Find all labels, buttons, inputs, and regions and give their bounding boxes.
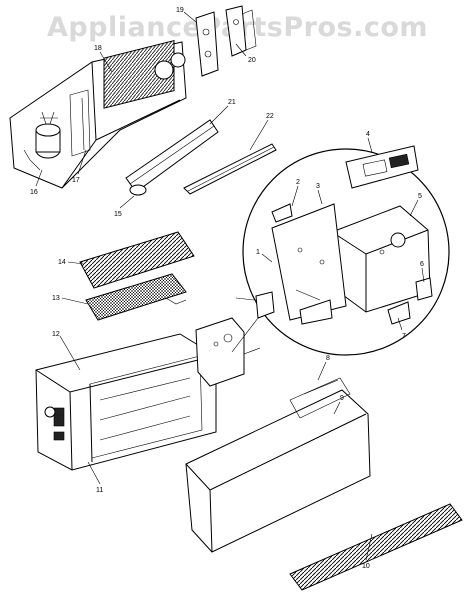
- callout-3: 3: [316, 183, 320, 190]
- front-cover-part: [185, 377, 371, 553]
- callout-22: 22: [266, 113, 274, 120]
- callout-12: 12: [52, 331, 60, 338]
- bracket-parts: [195, 5, 257, 77]
- clip-part: [271, 203, 293, 223]
- leader-lines: [35, 11, 425, 561]
- lower-grille-part: [289, 503, 463, 591]
- mounting-plate-part: [271, 203, 347, 321]
- callout-17: 17: [72, 177, 80, 184]
- bottom-bracket-part: [387, 301, 411, 325]
- callout-4: 4: [366, 131, 370, 138]
- callout-19: 19: [176, 7, 184, 14]
- front-grille-part: [79, 231, 195, 289]
- callout-6: 6: [420, 261, 424, 268]
- callout-2: 2: [296, 179, 300, 186]
- base-bracket-part: [255, 291, 333, 325]
- callout-11: 11: [96, 487, 103, 494]
- callout-10: 10: [362, 563, 370, 570]
- callout-14: 14: [58, 259, 66, 266]
- tube-part: [129, 184, 147, 196]
- callout-20: 20: [248, 57, 256, 64]
- callout-7: 7: [402, 333, 406, 340]
- callout-8: 8: [326, 355, 330, 362]
- control-panel-part: [345, 145, 419, 189]
- callout-13: 13: [52, 295, 60, 302]
- upper-chassis-assembly: [9, 39, 187, 189]
- filter-part: [85, 273, 187, 321]
- channel-rail: [183, 143, 277, 195]
- small-clip-part: [415, 277, 433, 301]
- callout-18: 18: [94, 45, 102, 52]
- callout-21: 21: [228, 99, 236, 106]
- callout-1: 1: [256, 249, 260, 256]
- lower-chassis-assembly: [35, 297, 261, 471]
- callout-9: 9: [340, 395, 344, 402]
- callout-5: 5: [418, 193, 422, 200]
- callout-16: 16: [30, 189, 38, 196]
- callout-labels: 19 20 18 21 22 17 16 15 14 13 12 11 2 3 …: [30, 7, 424, 570]
- callout-15: 15: [114, 211, 122, 218]
